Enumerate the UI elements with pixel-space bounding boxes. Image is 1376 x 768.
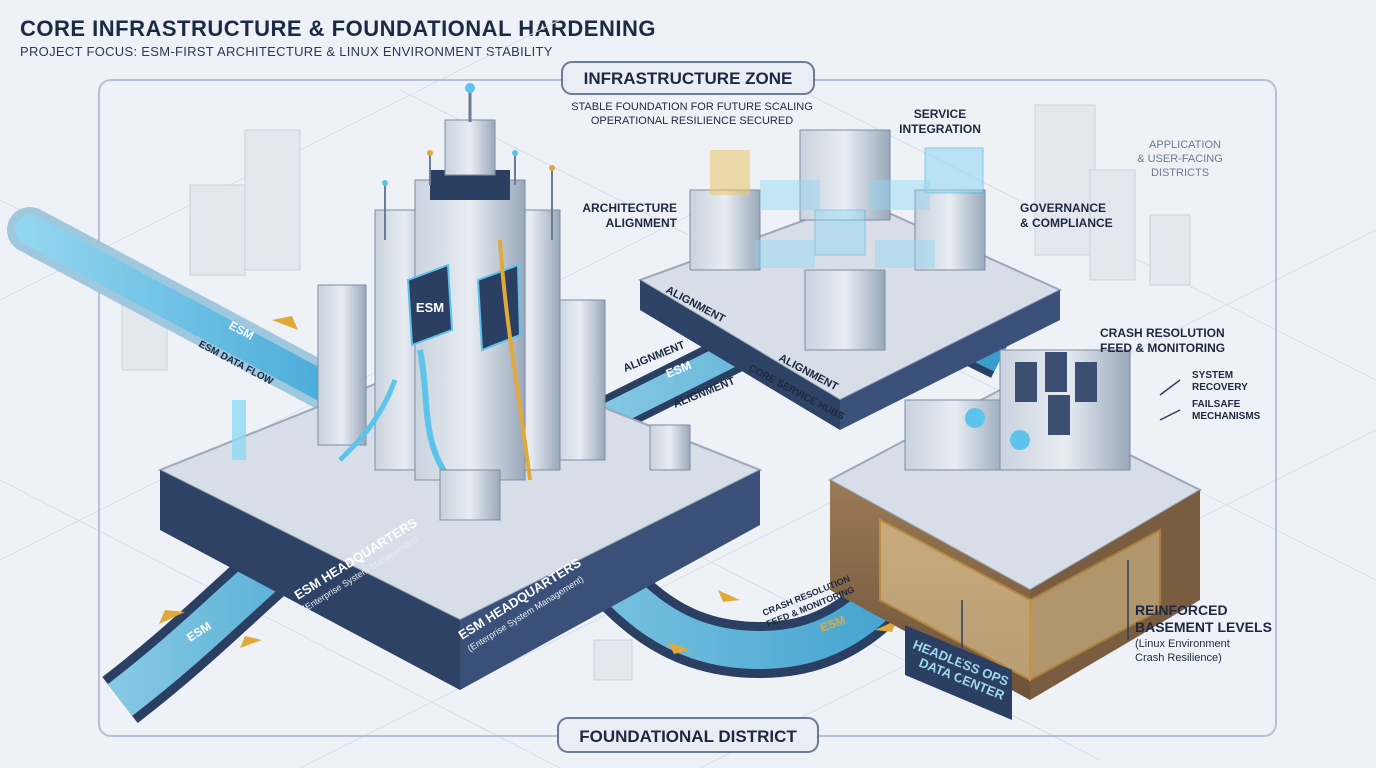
basement-line-1: REINFORCED bbox=[1135, 602, 1228, 618]
architecture-alignment-line-1: ARCHITECTURE bbox=[582, 201, 677, 215]
failsafe-line-1: FAILSAFE bbox=[1192, 399, 1241, 410]
service-integration-line-2: INTEGRATION bbox=[899, 122, 981, 136]
tagline-line-2: OPERATIONAL RESILIENCE SECURED bbox=[591, 115, 793, 127]
governance-compliance-line-1: GOVERNANCE bbox=[1020, 201, 1106, 215]
crash-resolution-line-2: FEED & MONITORING bbox=[1100, 341, 1225, 355]
esm-tower-complex: ESM bbox=[232, 83, 691, 521]
failsafe-line-2: MECHANISMS bbox=[1192, 411, 1261, 422]
system-recovery-line-2: RECOVERY bbox=[1192, 382, 1248, 393]
service-integration-line-1: SERVICE bbox=[914, 107, 966, 121]
app-districts-line-3: DISTRICTS bbox=[1151, 167, 1209, 179]
foundational-district-badge: FOUNDATIONAL DISTRICT bbox=[557, 717, 819, 753]
foundational-district-label: FOUNDATIONAL DISTRICT bbox=[579, 727, 797, 746]
infrastructure-zone-label: INFRASTRUCTURE ZONE bbox=[584, 69, 793, 88]
governance-compliance-line-2: & COMPLIANCE bbox=[1020, 216, 1113, 230]
basement-line-2: BASEMENT LEVELS bbox=[1135, 619, 1272, 635]
system-recovery-line-1: SYSTEM bbox=[1192, 370, 1233, 381]
architecture-alignment-line-2: ALIGNMENT bbox=[606, 216, 678, 230]
basement-line-3: (Linux Environment bbox=[1135, 638, 1230, 650]
page-title: CORE INFRASTRUCTURE & FOUNDATIONAL HARDE… bbox=[20, 16, 656, 41]
core-service-hubs-platform bbox=[637, 129, 1063, 430]
esm-tower-badge: ESM bbox=[416, 300, 444, 315]
page-subtitle: PROJECT FOCUS: ESM-FIRST ARCHITECTURE & … bbox=[20, 44, 553, 59]
direction-arrows bbox=[159, 316, 897, 654]
app-districts-line-2: & USER-FACING bbox=[1137, 153, 1223, 165]
infrastructure-zone-badge: INFRASTRUCTURE ZONE bbox=[561, 61, 815, 95]
leader-lines bbox=[961, 379, 1181, 680]
headless-ops-data-center bbox=[827, 349, 1203, 700]
crash-resolution-line-1: CRASH RESOLUTION bbox=[1100, 326, 1225, 340]
background-buildings bbox=[121, 104, 1191, 681]
basement-line-4: Crash Resilience) bbox=[1135, 652, 1222, 664]
tagline-line-1: STABLE FOUNDATION FOR FUTURE SCALING bbox=[571, 101, 813, 113]
app-districts-line-1: APPLICATION bbox=[1149, 139, 1221, 151]
